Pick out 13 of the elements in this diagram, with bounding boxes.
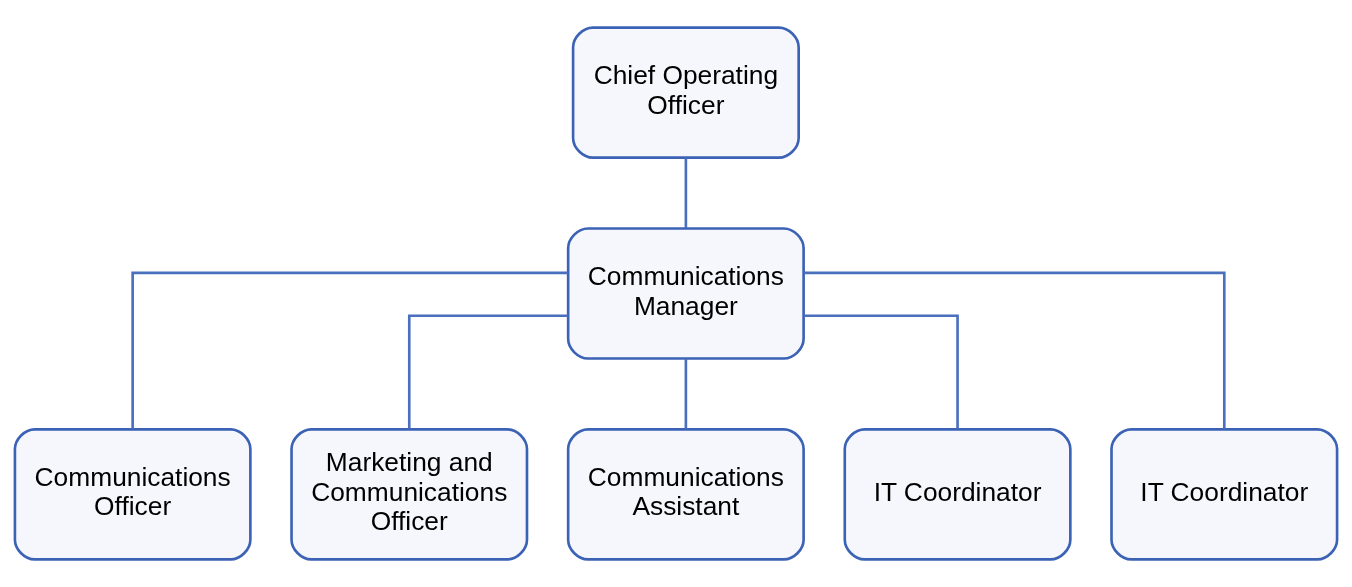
node-box: IT Coordinator — [843, 428, 1072, 561]
connector — [684, 157, 688, 228]
connector — [131, 271, 568, 430]
node-box: Communications Assistant — [566, 428, 805, 561]
node-box: Communications Officer — [13, 428, 252, 561]
connector — [804, 314, 959, 429]
connector — [684, 358, 688, 429]
node-box: Chief Operating Officer — [571, 26, 800, 159]
node-box: Marketing and Communications Officer — [290, 428, 529, 561]
node-box: IT Coordinator — [1110, 428, 1339, 561]
connector — [407, 314, 568, 429]
connector — [804, 271, 1226, 430]
node-box: Communications Manager — [566, 227, 805, 360]
